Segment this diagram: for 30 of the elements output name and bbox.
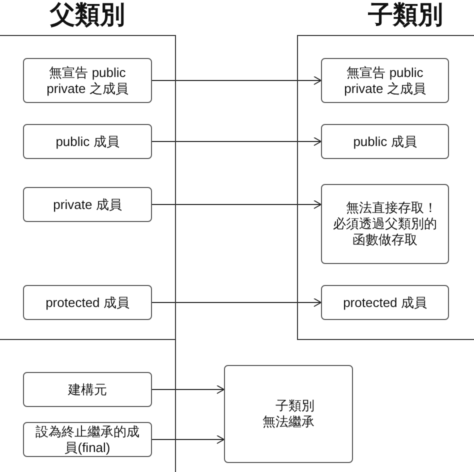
box-label: public 成員 [353,134,417,150]
panel-heading: 父類別 [50,0,125,30]
box-label: 無宣告 public private 之成員 [46,64,130,96]
rounded-box [23,58,152,103]
arrow [152,385,224,394]
box-label: protected 成員 [46,294,130,310]
box-label: public 成員 [56,134,120,150]
arrow [152,76,322,85]
box-label: protected 成員 [343,294,427,310]
rounded-box [23,187,152,222]
box-label: private 成員 [53,196,122,212]
box-label: 設為終止繼承的成員(final) [34,424,140,456]
box-label: 無法直接存取！必須透過父類別的函數做存取 [332,200,438,248]
box-label: 無宣告 public private 之成員 [343,64,427,96]
rounded-box [224,365,353,463]
rounded-box [23,372,152,407]
arrow [152,137,322,146]
arrow [152,435,224,444]
panel-heading: 子類別 [368,0,443,30]
box-label: 子類別無法繼承 [262,398,316,430]
rounded-box [23,285,152,320]
rounded-box [321,184,449,264]
rounded-box [23,124,152,159]
arrow [152,298,322,307]
box-label: 建構元 [68,382,107,398]
rounded-box [321,58,449,103]
rounded-box [23,422,152,457]
rounded-box [321,285,449,320]
rounded-box [321,124,449,159]
arrow [152,200,322,209]
